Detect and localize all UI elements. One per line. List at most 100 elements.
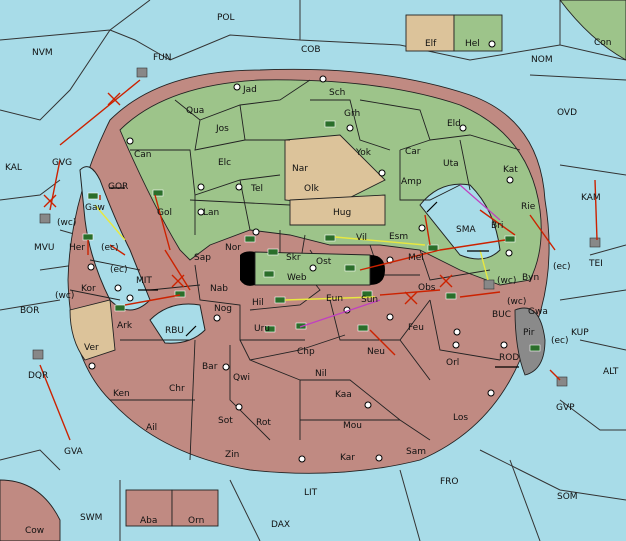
label-sot: Sot (218, 416, 233, 426)
label-olk: Olk (304, 184, 320, 194)
label-gvg: GVG (52, 158, 72, 168)
label-gvp: GVP (556, 403, 575, 413)
label-qua: Qua (186, 106, 204, 116)
label-alt: ALT (603, 367, 619, 377)
label-elc: Elc (218, 158, 231, 168)
label-rie: Rie (521, 202, 536, 212)
label-dax: DAX (271, 520, 290, 530)
label-ost: Ost (316, 257, 332, 267)
label-nog: Nog (214, 304, 232, 314)
label-uta: Uta (443, 159, 459, 169)
label-nil: Nil (315, 369, 327, 379)
failed-order-marks (43, 92, 453, 305)
label-sch: Sch (329, 88, 345, 98)
label-sma: SMA (456, 225, 476, 235)
label-ovd: OVD (557, 108, 577, 118)
label-obs: Obs (418, 283, 436, 293)
label-orn: Orn (188, 516, 204, 526)
region-elf (405, 14, 455, 52)
label-ec4: (ec) (551, 336, 569, 346)
label-web: Web (287, 273, 307, 283)
label-feu: Feu (408, 323, 424, 333)
label-nor: Nor (225, 243, 241, 253)
label-kam: KAM (581, 193, 601, 203)
label-eld: Eld (447, 119, 461, 129)
label-uru: Uru (254, 324, 270, 334)
label-sun: Sun (361, 295, 378, 305)
label-pir: Pir (523, 328, 535, 338)
label-cob: COB (301, 45, 321, 55)
label-neu: Neu (367, 347, 385, 357)
label-gol: Gol (157, 208, 172, 218)
label-yok: Yok (355, 148, 372, 158)
label-can: Can (134, 150, 152, 160)
label-eun: Eun (326, 294, 343, 304)
region-cow (0, 479, 61, 541)
label-mvu: MVU (34, 243, 55, 253)
supply-centers (87, 40, 514, 463)
label-swm: SWM (80, 513, 102, 523)
label-nab: Nab (210, 284, 228, 294)
label-kaa: Kaa (335, 390, 352, 400)
label-gaw: Gaw (85, 203, 105, 213)
label-rod: ROD (499, 353, 519, 363)
label-ark: Ark (117, 321, 133, 331)
label-kor: Kor (81, 284, 96, 294)
move-orders (39, 79, 598, 441)
label-kal: KAL (5, 163, 22, 173)
label-pol: POL (217, 13, 235, 23)
region-aba (125, 489, 173, 527)
label-ver: Ver (84, 343, 99, 353)
label-con: Con (594, 38, 612, 48)
label-mit: MIT (136, 276, 152, 286)
bay-rbu (149, 303, 206, 344)
center-lake-east (370, 255, 385, 285)
label-fro: FRO (440, 477, 459, 487)
label-byn: Byn (522, 273, 539, 283)
label-jad: Jad (242, 85, 257, 95)
label-los: Los (453, 413, 468, 423)
label-car: Car (405, 147, 421, 157)
label-hel: Hel (465, 39, 480, 49)
label-lan: Lan (203, 208, 219, 218)
label-aba: Aba (140, 516, 157, 526)
convoy-orders (299, 184, 501, 328)
label-amp: Amp (401, 177, 422, 187)
support-orders (94, 204, 489, 301)
label-nom: NOM (531, 55, 553, 65)
region-pir (514, 307, 546, 376)
label-cow: Cow (25, 526, 44, 536)
label-rot: Rot (256, 418, 271, 428)
label-qwi: Qwi (233, 373, 250, 383)
label-wc4: (wc) (507, 297, 526, 307)
label-her: Her (69, 243, 85, 253)
label-nvm: NVM (32, 48, 53, 58)
label-grh: Grh (344, 109, 360, 119)
label-ec1: (ec) (101, 243, 119, 253)
label-tei: TEI (588, 259, 603, 269)
label-gor: GOR (108, 182, 128, 192)
label-wc2: (wc) (55, 291, 74, 301)
region-orn (171, 489, 219, 527)
label-gwa: Gwa (528, 307, 548, 317)
label-mel: Mel (408, 253, 424, 263)
label-fun: FUN (153, 53, 172, 63)
label-mou: Mou (343, 421, 362, 431)
label-wc3: (wc) (497, 276, 516, 286)
region-nar-olk (284, 134, 386, 206)
fleet-units (32, 67, 601, 387)
label-rbu: RBU (165, 326, 184, 336)
center-lake (240, 251, 255, 286)
label-tel: Tel (250, 184, 263, 194)
label-bor: BOR (20, 306, 39, 316)
label-chp: Chp (297, 347, 315, 357)
label-skr: Skr (286, 253, 301, 263)
label-ken: Ken (113, 389, 130, 399)
label-esm: Esm (389, 232, 408, 242)
label-ec3: (ec) (553, 262, 571, 272)
label-sam: Sam (406, 447, 426, 457)
label-buc: BUC (492, 310, 511, 320)
label-sap: Sap (194, 253, 211, 263)
label-ail: Ail (146, 423, 157, 433)
label-vil: Vil (356, 233, 367, 243)
